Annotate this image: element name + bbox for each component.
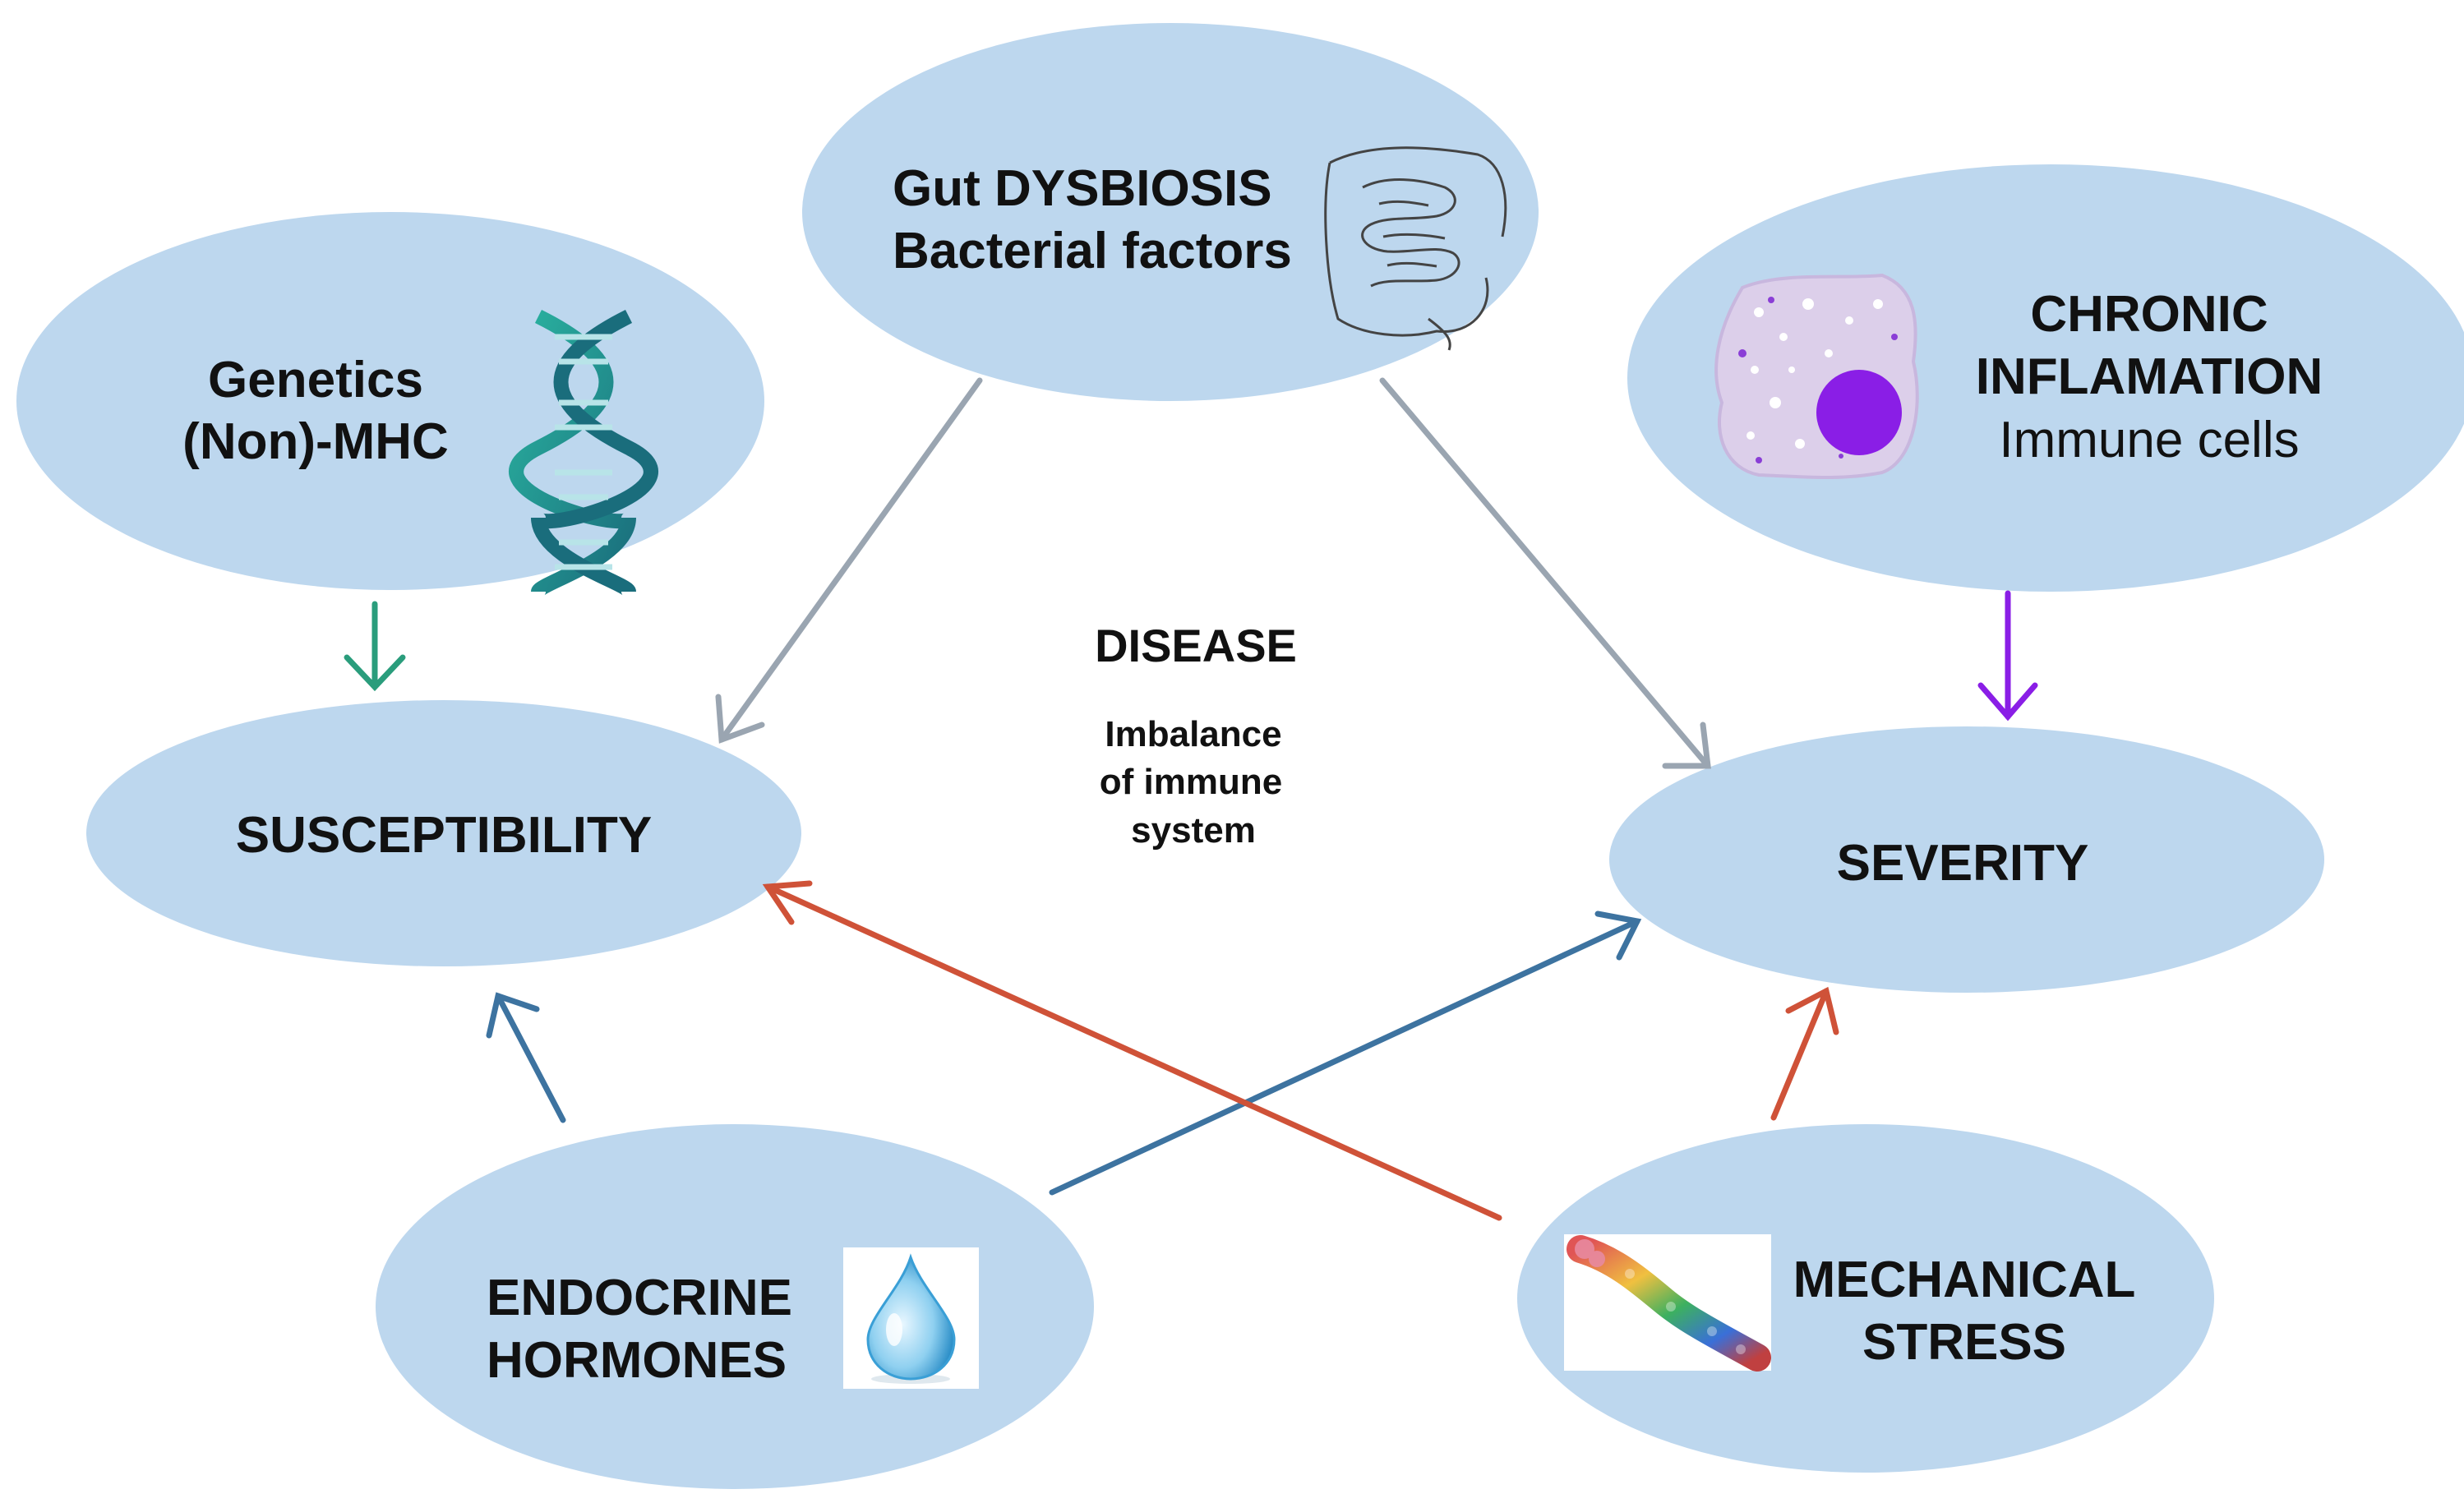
inflammation-title: CHRONIC <box>2030 286 2268 343</box>
center-line-1: Imbalance <box>1105 714 1281 754</box>
inflammation-node <box>1627 164 2464 592</box>
inflammation-title-2: INFLAMATION <box>1976 348 2323 405</box>
arrow-mechanical-to-severity <box>1770 986 1839 1121</box>
endocrine-subtitle: HORMONES <box>487 1332 787 1389</box>
gut-node <box>802 23 1539 401</box>
genetics-subtitle: (Non)-MHC <box>182 413 449 470</box>
severity-label: SEVERITY <box>1837 835 2089 892</box>
arrow-mechanical-to-susceptibility <box>762 880 1502 1221</box>
center-title: DISEASE <box>1095 620 1297 671</box>
endocrine-title: ENDOCRINE <box>487 1270 792 1326</box>
susceptibility-label: SUSCEPTIBILITY <box>236 807 652 864</box>
arrow-gut-to-susceptibility <box>715 377 983 744</box>
protein-structure-icon <box>1564 1234 1771 1372</box>
intestine-icon <box>1324 146 1507 351</box>
water-drop-icon <box>843 1247 979 1389</box>
susceptibility-node <box>86 700 801 966</box>
endocrine-node <box>376 1124 1094 1489</box>
arrow-genetics-to-susceptibility <box>344 601 406 692</box>
arrow-gut-to-severity <box>1379 377 1711 769</box>
dna-helix-icon <box>509 309 658 596</box>
genetics-title: Genetics <box>208 352 423 408</box>
arrow-inflammation-to-severity <box>1977 590 2038 722</box>
arrow-endocrine-to-severity <box>1049 911 1642 1196</box>
inflammation-subtitle: Immune cells <box>1999 412 2299 468</box>
center-line-3: system <box>1131 810 1256 851</box>
severity-node <box>1609 726 2324 993</box>
arrow-endocrine-to-susceptibility <box>486 992 566 1123</box>
mechanical-node <box>1517 1124 2214 1473</box>
gut-title: Gut DYSBIOSIS <box>893 160 1272 217</box>
mechanical-subtitle: STRESS <box>1862 1314 2066 1371</box>
gut-subtitle: Bacterial factors <box>893 223 1292 279</box>
immune-cell-icon <box>1714 273 1919 480</box>
center-line-2: of immune <box>1100 762 1282 802</box>
mechanical-title: MECHANICAL <box>1793 1252 2136 1308</box>
